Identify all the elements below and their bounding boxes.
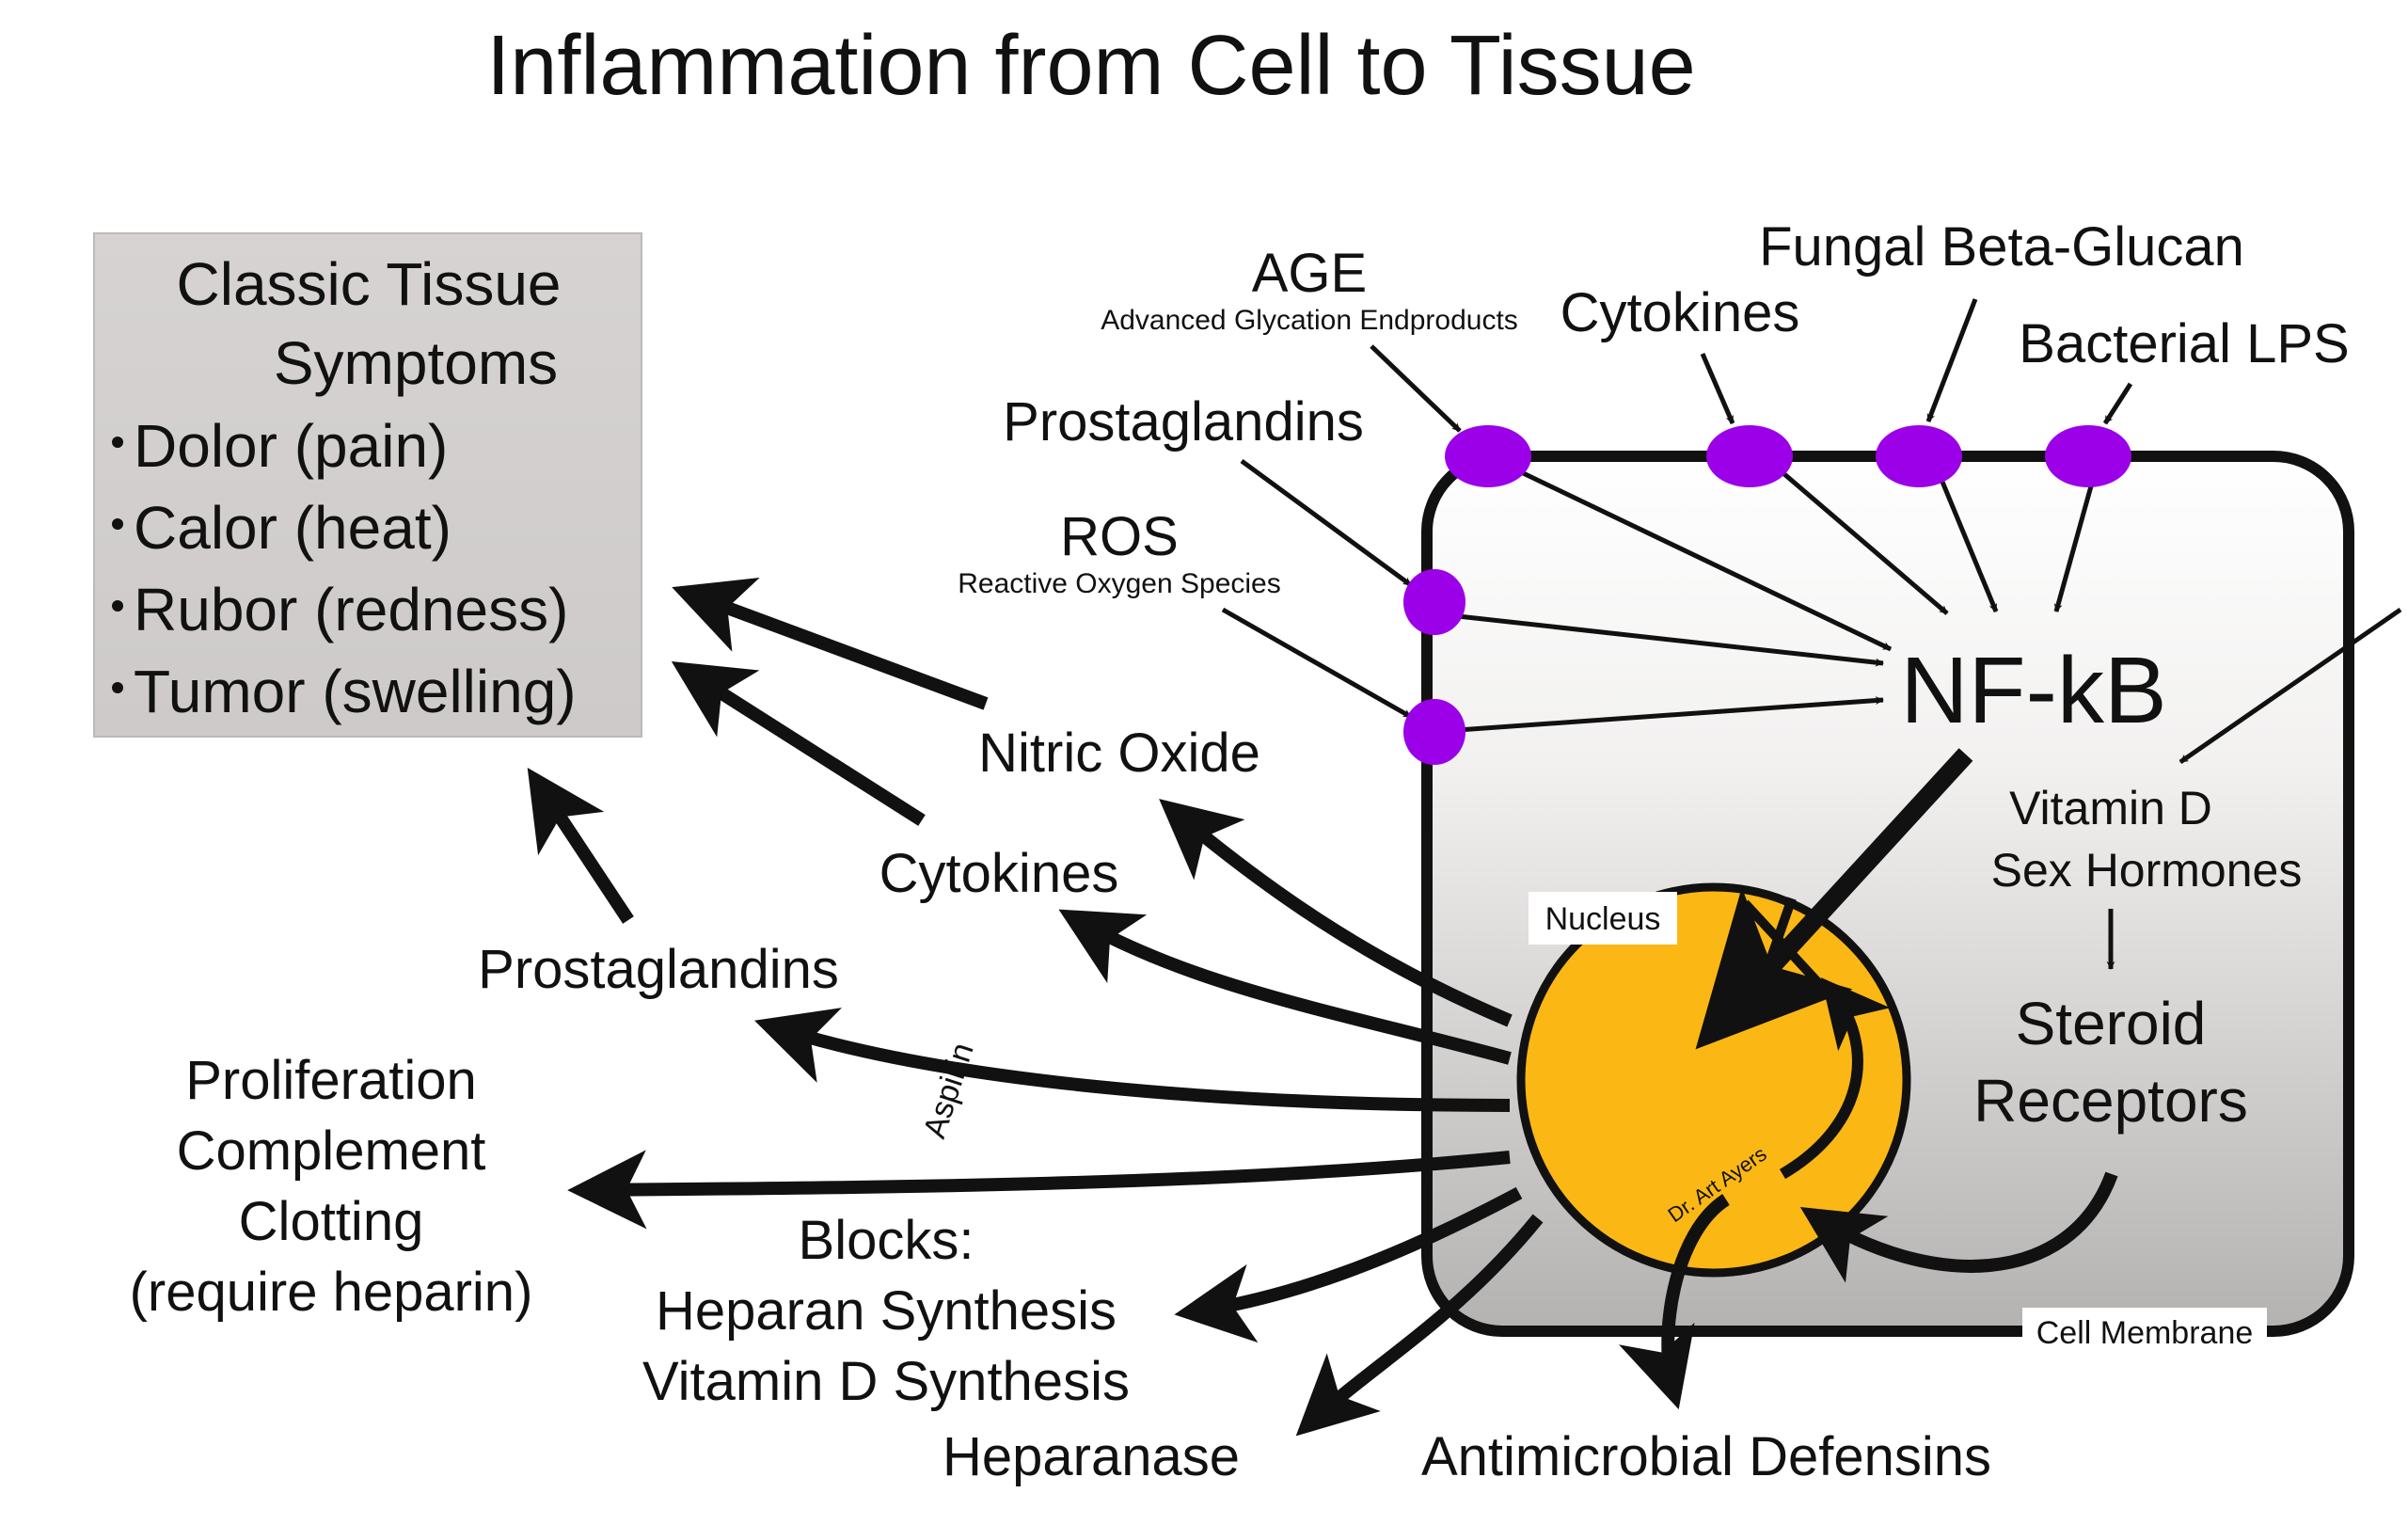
- aspirin-label: Aspirin: [916, 1039, 980, 1143]
- symptom-item: Tumor (swelling): [112, 658, 577, 725]
- symptom-item: Rubor (redness): [112, 576, 568, 643]
- output-arrows: [527, 578, 1731, 1437]
- arrow-nucleus-to-proliferation: [567, 1150, 1511, 1230]
- steroid-label-line2: Receptors: [1973, 1067, 2248, 1135]
- receptor-cytokines: [1706, 425, 1793, 487]
- symptom-item-label: Calor (heat): [134, 494, 452, 562]
- bullet-icon: [112, 682, 123, 693]
- trigger-age-label: AGE: [1252, 243, 1368, 304]
- arrow-nucleus-to-cytokines: [1058, 909, 1512, 1065]
- symptom-item: Dolor (pain): [112, 412, 448, 480]
- arrow-cytokines-to-receptor: [1700, 353, 1735, 424]
- output-proliferation-line: Proliferation: [185, 1050, 476, 1111]
- trigger-lps-label: Bacterial LPS: [2019, 313, 2349, 374]
- symptom-item-label: Rubor (redness): [134, 576, 568, 643]
- arrow-age-to-receptor: [1370, 344, 1462, 433]
- symptoms-box-background: [93, 232, 642, 738]
- output-heparanase-label: Heparanase: [943, 1426, 1240, 1487]
- arrow-ros-receptor-to-nfkb: [1457, 696, 1884, 733]
- signal-arrows: [1695, 748, 2118, 1283]
- symptom-item: Calor (heat): [112, 494, 452, 562]
- bullet-icon: [112, 600, 123, 612]
- output-heparin-line: (require heparin): [130, 1262, 533, 1323]
- symptom-item-label: Dolor (pain): [134, 412, 448, 480]
- trigger-age-sublabel: Advanced Glycation Endproducts: [1101, 305, 1518, 336]
- arrow-nucleus-to-heparanase: [1295, 1214, 1544, 1437]
- output-blocks-vitamin-d: Vitamin D Synthesis: [642, 1351, 1130, 1412]
- bullet-icon: [112, 518, 123, 530]
- nfkb-label: NF-kB: [1900, 638, 2166, 743]
- receptor-age: [1445, 425, 1531, 487]
- symptoms-heading-line1: Classic Tissue: [177, 250, 562, 318]
- receptor-fungal: [1876, 425, 1962, 487]
- steroid-block-mark: [1754, 897, 1797, 994]
- trigger-prostaglandins-label: Prostaglandins: [1003, 391, 1364, 453]
- arrow-fungal-to-receptor: [1925, 298, 1978, 422]
- cell-membrane-label: Cell Membrane: [2036, 1315, 2254, 1351]
- arrow-fungal-receptor-to-nfkb: [1935, 469, 1999, 612]
- trigger-cytokines-label: Cytokines: [1560, 282, 1800, 343]
- receptors: [1403, 425, 2131, 765]
- nucleus-label: Nucleus: [1545, 901, 1661, 937]
- arrow-pg-receptor-to-nfkb: [1457, 613, 1884, 667]
- output-blocks-heading: Blocks:: [799, 1210, 974, 1271]
- symptoms-heading-line2: Symptoms: [274, 329, 558, 397]
- arrow-steroid-blocks-nfkb: [1779, 977, 1891, 1180]
- arrow-prostaglandins-to-symptoms: [527, 767, 634, 924]
- arrow-steroid-to-nucleus: [1799, 1171, 2118, 1283]
- input-arrows: [1221, 298, 2402, 970]
- output-clotting-line: Clotting: [239, 1191, 424, 1252]
- trigger-ros-sublabel: Reactive Oxygen Species: [958, 568, 1281, 599]
- trigger-fungal-label: Fungal Beta-Glucan: [1759, 216, 2244, 278]
- arrow-nitric-oxide-to-symptoms: [672, 578, 989, 710]
- arrow-lps-receptor-to-nfkb: [2053, 475, 2097, 612]
- diagram-title: Inflammation from Cell to Tissue: [486, 19, 1695, 113]
- symptom-item-label: Tumor (swelling): [134, 658, 577, 725]
- output-cytokines-label: Cytokines: [879, 843, 1119, 904]
- output-blocks-heparan: Heparan Synthesis: [656, 1280, 1117, 1342]
- arrow-ros-to-receptor: [1221, 607, 1413, 720]
- arrow-prostaglandins-to-receptor: [1240, 458, 1413, 588]
- arrow-lps-to-receptor: [2102, 382, 2133, 425]
- steroid-block-mark: [1741, 899, 1827, 992]
- output-nitric-oxide-label: Nitric Oxide: [978, 723, 1260, 784]
- receptor-lps: [2045, 425, 2131, 487]
- nucleus-label-background: [1529, 892, 1677, 945]
- arrow-cytokine-receptor-to-nfkb: [1776, 467, 1949, 615]
- output-complement-line: Complement: [177, 1120, 486, 1182]
- arrow-nucleus-to-blocks: [1174, 1186, 1523, 1343]
- receptor-prostaglandins: [1403, 569, 1465, 635]
- arrow-nucleus-to-defensins: [1618, 1194, 1731, 1410]
- arrow-nucleus-to-nitric-oxide: [1159, 799, 1513, 1027]
- output-defensins-label: Antimicrobial Defensins: [1421, 1426, 1991, 1487]
- symptoms-box: Classic Tissue Symptoms Dolor (pain) Cal…: [93, 232, 642, 738]
- arrow-external-to-vitamin-d: [2178, 607, 2402, 765]
- steroid-label-line1: Steroid: [2016, 990, 2207, 1057]
- sex-hormones-label: Sex Hormones: [1991, 844, 2303, 897]
- bullet-icon: [112, 437, 123, 448]
- receptor-ros: [1403, 699, 1465, 765]
- cell-membrane-label-background: [2022, 1308, 2267, 1357]
- vitamin-d-label: Vitamin D: [2009, 782, 2212, 834]
- arrow-cytokines-to-symptoms: [671, 660, 926, 826]
- output-prostaglandins-label: Prostaglandins: [478, 939, 839, 1000]
- arrow-age-receptor-to-nfkb: [1492, 456, 1893, 652]
- arrow-nucleus-to-prostaglandins: [754, 1008, 1511, 1112]
- trigger-ros-label: ROS: [1060, 506, 1179, 567]
